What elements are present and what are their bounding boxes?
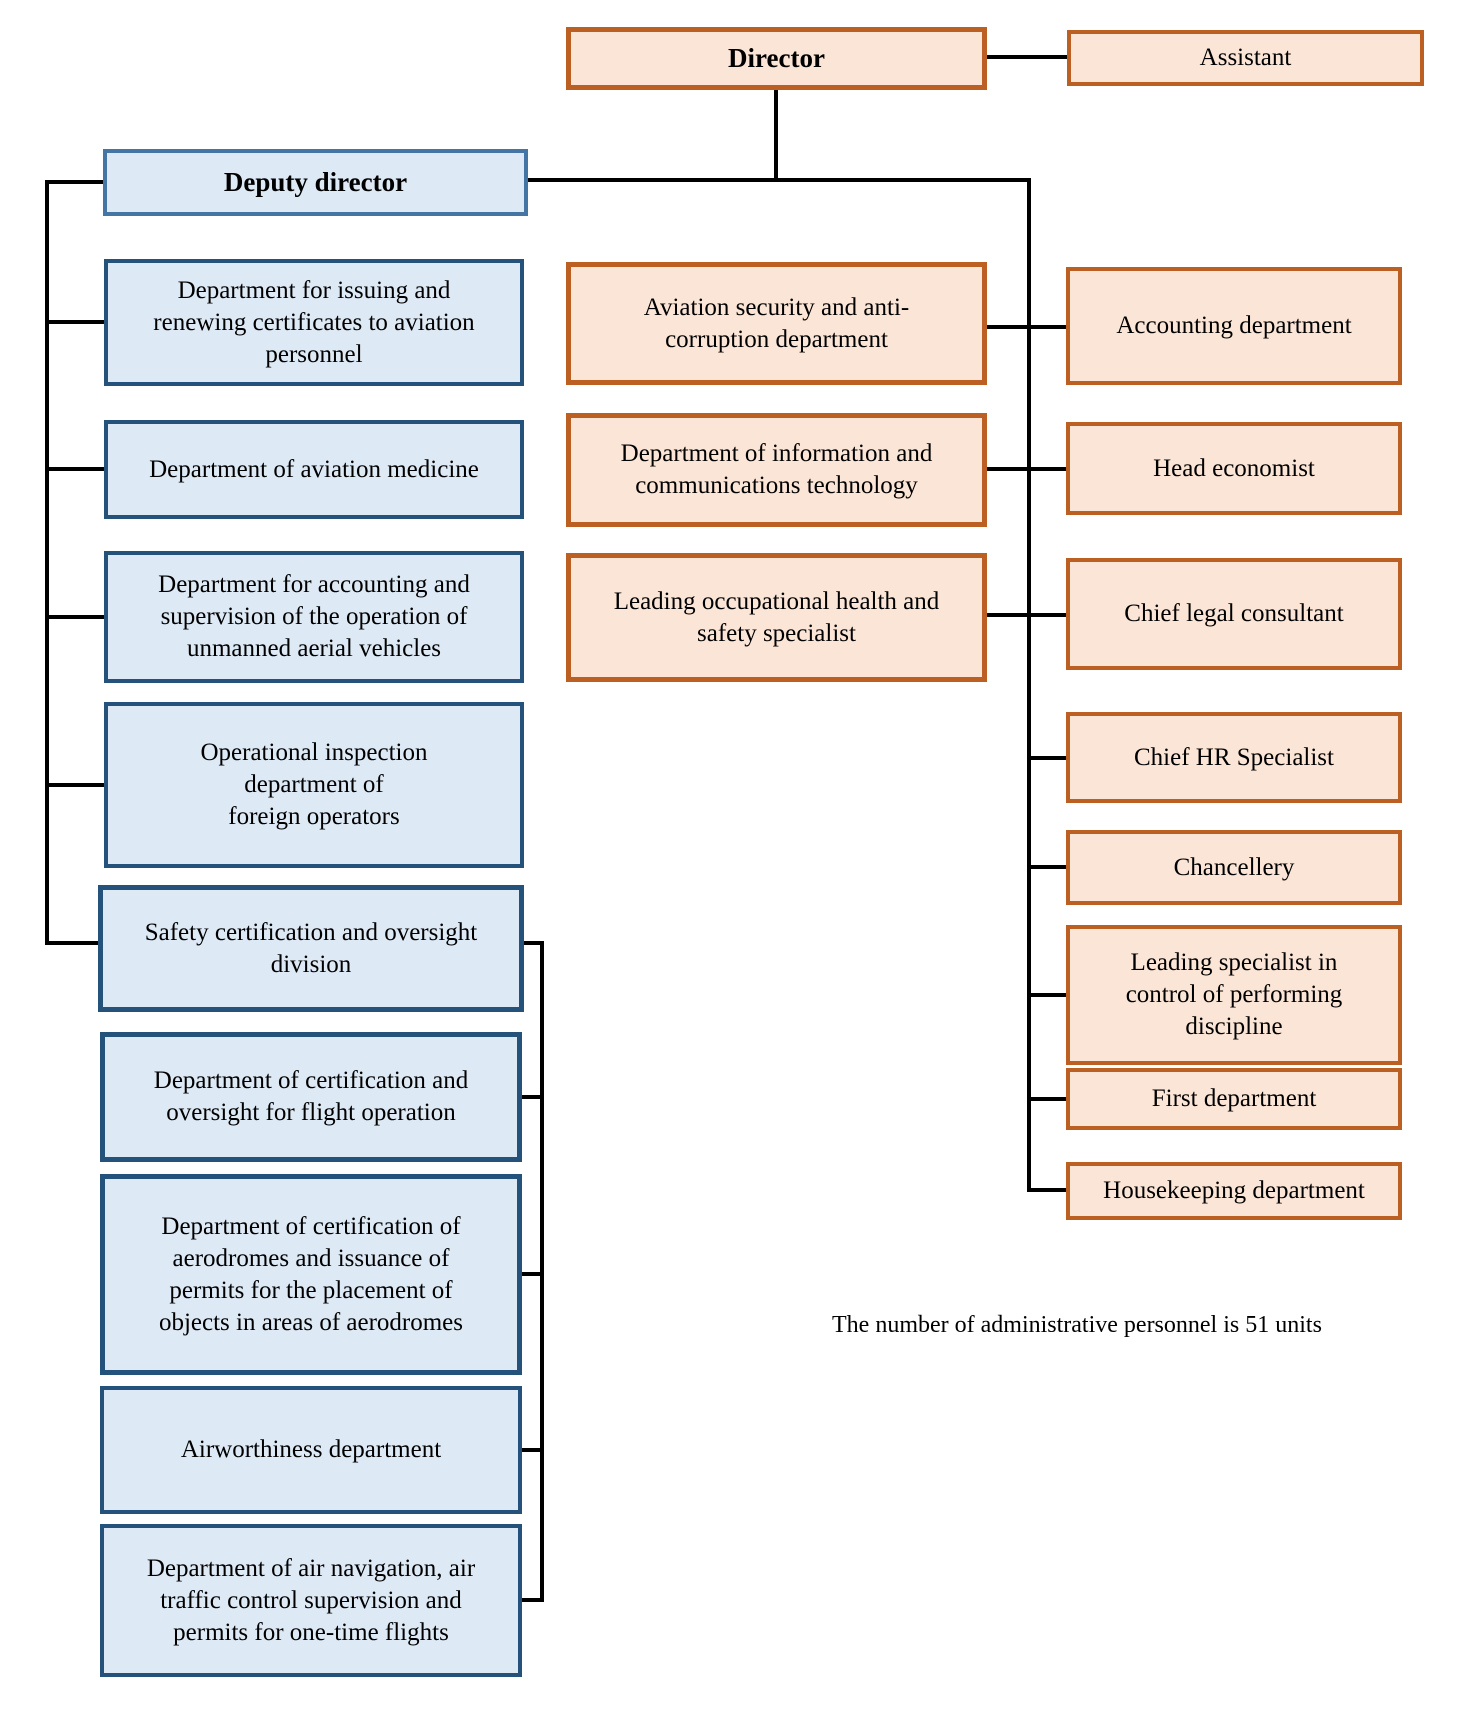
node-ict-department: Department of information and communicat… <box>566 413 987 527</box>
node-aviation-medicine: Department of aviation medicine <box>104 420 524 519</box>
connector-stub-flight-ops <box>522 1095 542 1099</box>
node-accounting-label: Accounting department <box>1116 312 1352 339</box>
connector-right-spine <box>1027 178 1031 1192</box>
connector-stub-deputy <box>45 180 103 184</box>
node-chief-legal: Chief legal consultant <box>1066 558 1402 670</box>
node-chancellery-label: Chancellery <box>1173 853 1295 881</box>
node-occupational-health: Leading occupational health and safety s… <box>566 553 987 682</box>
connector-director-assistant <box>987 55 1067 59</box>
node-housekeeping: Housekeeping department <box>1066 1162 1402 1220</box>
node-chancellery: Chancellery <box>1066 830 1402 905</box>
node-safety-certification-division: Safety certification and oversight divis… <box>98 885 524 1012</box>
node-foreign-operators-inspection: Operational inspection department of for… <box>104 702 524 868</box>
connector-left-spine <box>45 180 49 945</box>
node-accounting: Accounting department <box>1066 267 1402 385</box>
node-director-label: Director <box>728 43 825 74</box>
node-ict-department-label: Department of information and communicat… <box>620 440 933 499</box>
connector-stub-airworthiness <box>522 1448 542 1452</box>
connector-stub-hr <box>1027 756 1066 760</box>
node-air-navigation-label: Department of air navigation, air traffi… <box>146 1554 476 1646</box>
connector-stub-safety-left <box>45 941 98 945</box>
connector-stub-aerodromes <box>522 1272 542 1276</box>
node-aerodromes-certification-label: Department of certification of aerodrome… <box>158 1212 464 1336</box>
node-air-navigation: Department of air navigation, air traffi… <box>100 1524 522 1677</box>
node-head-economist-label: Head economist <box>1153 454 1315 482</box>
node-issuing-certificates-label: Department for issuing and renewing cert… <box>153 276 475 368</box>
node-head-economist: Head economist <box>1066 422 1402 515</box>
connector-director-drop <box>774 90 778 182</box>
connector-stub-housekeeping <box>1027 1188 1066 1192</box>
node-discipline-specialist: Leading specialist in control of perform… <box>1066 925 1402 1065</box>
node-chief-legal-label: Chief legal consultant <box>1124 600 1344 627</box>
connector-stub-first-dept <box>1027 1097 1066 1101</box>
node-assistant-label: Assistant <box>1199 44 1292 71</box>
node-aerodromes-certification: Department of certification of aerodrome… <box>100 1174 522 1375</box>
node-airworthiness-label: Airworthiness department <box>180 1436 442 1463</box>
node-chief-hr-label: Chief HR Specialist <box>1134 743 1334 771</box>
node-housekeeping-label: Housekeeping department <box>1103 1177 1365 1204</box>
node-chief-hr: Chief HR Specialist <box>1066 712 1402 803</box>
node-issuing-certificates: Department for issuing and renewing cert… <box>104 259 524 386</box>
node-assistant: Assistant <box>1067 30 1424 86</box>
connector-sub-spine <box>540 941 544 1602</box>
connector-stub-uav <box>45 615 104 619</box>
connector-stub-issuing <box>45 320 104 324</box>
node-deputy-director: Deputy director <box>103 149 528 216</box>
node-uav-supervision-label: Department for accounting and supervisio… <box>158 571 470 662</box>
connector-safety-right <box>524 941 544 945</box>
node-uav-supervision: Department for accounting and supervisio… <box>104 551 524 683</box>
node-deputy-director-label: Deputy director <box>223 167 408 198</box>
connector-stub-foreign-ops <box>45 783 104 787</box>
node-flight-operation-oversight-label: Department of certification and oversigh… <box>153 1067 469 1126</box>
node-safety-certification-division-label: Safety certification and oversight divis… <box>144 918 478 978</box>
node-discipline-specialist-label: Leading specialist in control of perform… <box>1125 949 1343 1040</box>
connector-row-economist <box>987 467 1066 471</box>
connector-row-accounting <box>987 325 1066 329</box>
connector-stub-air-navigation <box>522 1598 542 1602</box>
node-flight-operation-oversight: Department of certification and oversigh… <box>100 1032 522 1162</box>
node-first-department-label: First department <box>1151 1085 1317 1112</box>
node-director: Director <box>566 27 987 90</box>
connector-stub-discipline <box>1027 993 1066 997</box>
node-aviation-security: Aviation security and anti- corruption d… <box>566 262 987 385</box>
node-aviation-medicine-label: Department of aviation medicine <box>149 455 479 483</box>
node-occupational-health-label: Leading occupational health and safety s… <box>613 587 940 647</box>
connector-stub-chancellery <box>1027 865 1066 869</box>
personnel-count-note: The number of administrative personnel i… <box>832 1312 1322 1338</box>
node-foreign-operators-inspection-label: Operational inspection department of for… <box>200 739 428 830</box>
connector-stub-medicine <box>45 467 104 471</box>
connector-row-legal <box>987 613 1066 617</box>
node-airworthiness: Airworthiness department <box>100 1386 522 1514</box>
connector-top-horizontal <box>528 178 1031 182</box>
node-first-department: First department <box>1066 1068 1402 1130</box>
node-aviation-security-label: Aviation security and anti- corruption d… <box>643 293 910 353</box>
